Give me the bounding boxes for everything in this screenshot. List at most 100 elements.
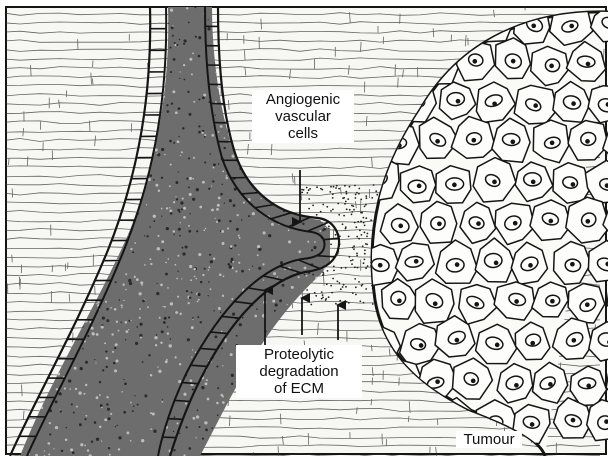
stipple-dot xyxy=(218,163,220,165)
stipple-dot xyxy=(125,289,127,291)
ecm-dot xyxy=(330,210,332,212)
stipple-dot xyxy=(212,180,214,182)
stipple-dot xyxy=(183,207,186,210)
ecm-dot xyxy=(360,221,362,223)
stipple-dot xyxy=(173,142,175,144)
stipple-dot xyxy=(0,436,2,439)
ecm-dot xyxy=(352,259,354,261)
stipple-dot xyxy=(177,140,180,143)
tumour-cell-nucleolus xyxy=(493,180,496,183)
stipple-dot xyxy=(114,369,117,372)
label-line: Tumour xyxy=(458,431,520,448)
stipple-dot xyxy=(144,264,146,266)
tumour-cell-nucleolus xyxy=(570,24,573,27)
stipple-dot xyxy=(169,140,172,143)
ecm-dot xyxy=(342,197,344,199)
stipple-dot xyxy=(148,0,150,2)
stipple-dot xyxy=(235,270,237,272)
stipple-dot xyxy=(147,0,150,1)
ecm-dot xyxy=(360,212,362,214)
stipple-dot xyxy=(187,91,189,93)
tumour-cell-nucleolus xyxy=(477,222,480,225)
stipple-dot xyxy=(198,125,200,127)
stipple-dot xyxy=(197,301,199,303)
ecm-dot xyxy=(328,296,330,298)
stipple-dot xyxy=(312,274,314,276)
stipple-dot xyxy=(268,234,271,237)
label-line: vascular xyxy=(255,108,351,125)
stipple-dot xyxy=(200,281,202,283)
tumour-cell-nucleolus xyxy=(531,342,534,345)
stipple-dot xyxy=(105,301,107,303)
stipple-dot xyxy=(174,416,176,418)
tumour-cell-nucleolus xyxy=(531,423,534,426)
stipple-dot xyxy=(202,96,205,99)
ecm-dot xyxy=(363,217,365,219)
ecm-dot xyxy=(358,238,360,240)
tumour-cell-nucleolus xyxy=(571,419,574,422)
stipple-dot xyxy=(196,230,198,232)
stipple-dot xyxy=(111,333,113,335)
stipple-dot xyxy=(275,303,278,306)
stipple-dot xyxy=(198,299,200,301)
stipple-dot xyxy=(87,449,89,451)
stipple-dot xyxy=(99,394,101,396)
tumour-cell-nucleolus xyxy=(511,140,514,143)
ecm-dot xyxy=(364,206,366,208)
stipple-dot xyxy=(2,152,5,155)
stipple-dot xyxy=(238,254,239,255)
stipple-dot xyxy=(183,43,185,45)
stipple-dot xyxy=(144,235,145,236)
stipple-dot xyxy=(139,308,141,310)
stipple-dot xyxy=(161,177,163,179)
stipple-dot xyxy=(73,412,75,414)
ecm-dot xyxy=(355,197,357,199)
stipple-dot xyxy=(128,279,131,282)
stipple-dot xyxy=(160,284,163,287)
stipple-dot xyxy=(205,429,208,432)
stipple-dot xyxy=(169,344,172,347)
stipple-dot xyxy=(136,278,139,281)
tumour-cell-nucleolus xyxy=(472,139,475,142)
ecm-dot xyxy=(358,193,360,195)
stipple-dot xyxy=(0,369,2,371)
tumour-cell-nucleolus xyxy=(420,344,423,347)
ecm-dot xyxy=(345,226,347,228)
stipple-dot xyxy=(149,258,151,260)
stipple-dot xyxy=(219,274,222,277)
ecm-dot xyxy=(326,206,328,208)
ecm-dot xyxy=(356,192,358,194)
stipple-dot xyxy=(221,242,224,245)
stipple-dot xyxy=(165,273,168,276)
tumour-cell-nucleolus xyxy=(456,263,459,266)
stipple-dot xyxy=(258,267,261,270)
ecm-dot xyxy=(332,278,334,280)
label-line: degradation xyxy=(239,363,359,380)
stipple-dot xyxy=(112,351,114,353)
stipple-dot xyxy=(130,402,132,404)
stipple-dot xyxy=(178,380,181,383)
stipple-dot xyxy=(229,220,231,222)
stipple-dot xyxy=(126,431,129,434)
stipple-dot xyxy=(279,299,282,302)
stipple-dot xyxy=(213,310,214,311)
stipple-dot xyxy=(177,255,179,257)
tumour-cell-nucleolus xyxy=(587,384,590,387)
tumour-cell-nucleolus xyxy=(572,102,575,105)
stipple-dot xyxy=(190,279,192,281)
stipple-dot xyxy=(263,231,266,234)
ecm-dot xyxy=(344,203,346,205)
tumour-cell-nucleus xyxy=(447,92,465,106)
stipple-dot xyxy=(222,365,223,366)
stipple-dot xyxy=(80,443,83,446)
stipple-dot xyxy=(113,362,115,364)
ecm-dot xyxy=(365,217,367,219)
stipple-dot xyxy=(94,421,97,424)
stipple-dot xyxy=(204,268,206,270)
stipple-dot xyxy=(182,247,184,249)
stipple-dot xyxy=(230,2,232,4)
stipple-dot xyxy=(252,265,253,266)
stipple-dot xyxy=(183,64,185,66)
stipple-dot xyxy=(176,278,178,280)
stipple-dot xyxy=(201,386,204,389)
